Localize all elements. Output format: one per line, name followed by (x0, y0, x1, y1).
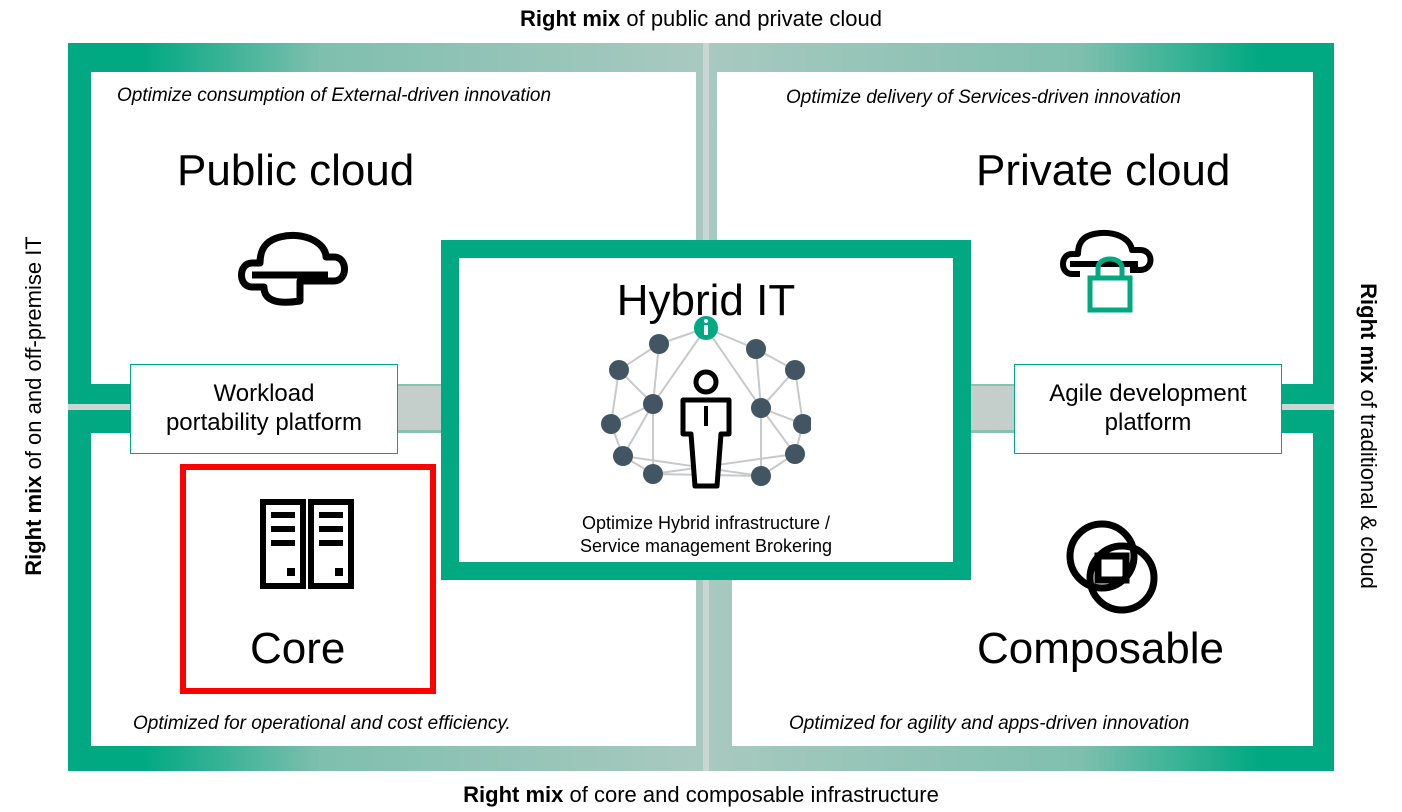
hybrid-it-caption: Optimize Hybrid infrastructure / Service… (579, 513, 833, 556)
cloud-icon (238, 232, 348, 306)
public-cloud-subtitle: Optimize consumption of External-driven … (117, 85, 552, 106)
core-subtitle: Optimized for operational and cost effic… (133, 713, 511, 734)
private-cloud-subtitle: Optimize delivery of Services-driven inn… (786, 87, 1181, 108)
overlapping-shapes-icon (1066, 520, 1158, 614)
axis-label-bottom: Right mix of core and composable infrast… (463, 782, 939, 807)
public-cloud-title: Public cloud (177, 146, 415, 195)
cloud-lock-icon (1060, 230, 1154, 313)
right-connector (966, 386, 1016, 430)
axis-label-top: Right mix of public and private cloud (520, 6, 882, 31)
vertical-separator-top (703, 72, 709, 384)
composable-title: Composable (977, 624, 1225, 673)
left-connector (396, 386, 446, 430)
hybrid-it-box: Hybrid IT (441, 240, 971, 580)
private-cloud-title: Private cloud (976, 146, 1231, 195)
axis-label-right: Right mix of traditional & cloud (1356, 283, 1381, 589)
agile-development-platform: Agile development platform (1014, 364, 1282, 454)
axis-label-left: Right mix of on and off-premise IT (21, 236, 46, 576)
person-network-icon (601, 316, 811, 489)
core-highlight-box (180, 464, 436, 694)
workload-portability-platform: Workload portability platform (130, 364, 398, 454)
composable-subtitle: Optimized for agility and apps-driven in… (789, 713, 1190, 734)
core-title: Core (250, 624, 346, 673)
server-rack-icon (260, 499, 354, 589)
